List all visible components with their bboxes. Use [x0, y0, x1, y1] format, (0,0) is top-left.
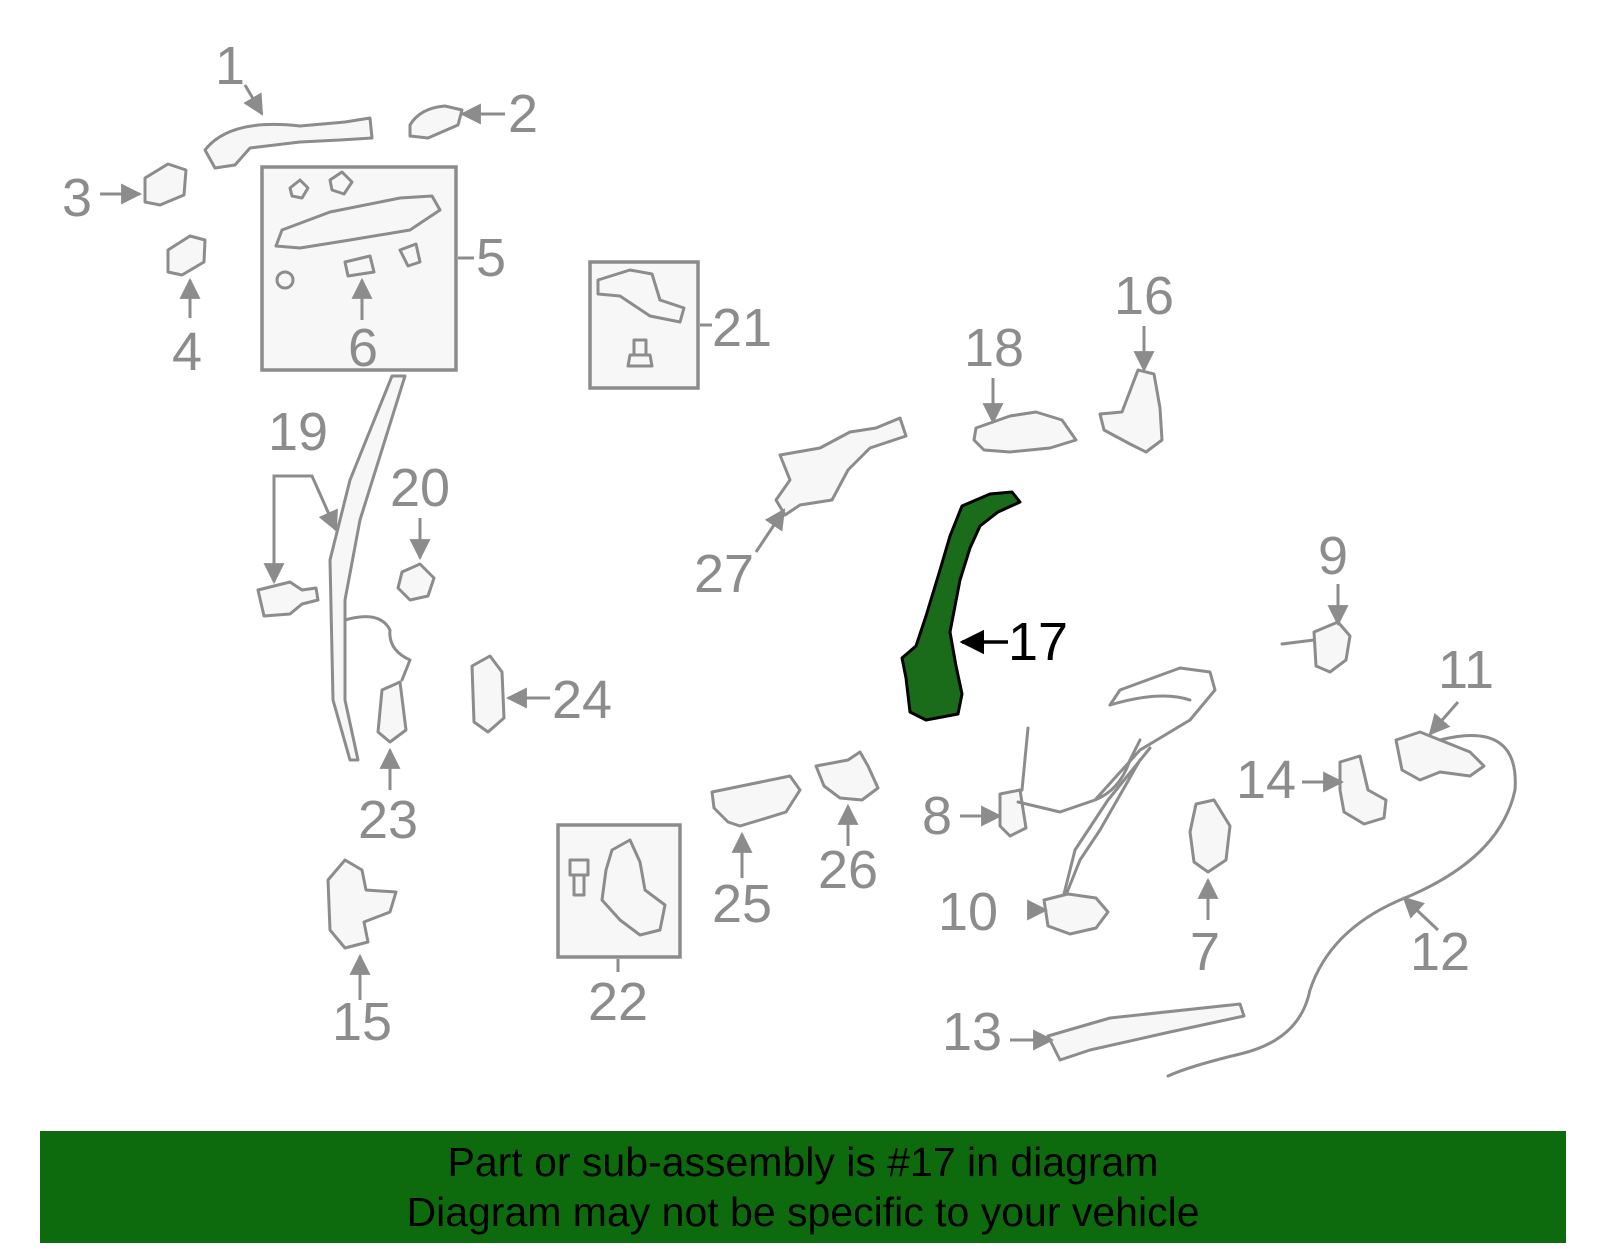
- part-7-lock[interactable]: [1188, 798, 1232, 874]
- part-1-outside-handle[interactable]: [203, 116, 374, 170]
- part-5-screw[interactable]: [275, 270, 295, 290]
- part-16-hinge[interactable]: [1098, 368, 1164, 454]
- callout-1: 1: [215, 36, 245, 96]
- callout-21: 21: [712, 298, 772, 358]
- callout-27: 27: [694, 544, 754, 604]
- part-12-cable[interactable]: [1166, 734, 1517, 1078]
- part-5-bracket[interactable]: [398, 242, 422, 268]
- part-21-bracket[interactable]: [596, 268, 686, 324]
- callout-23: 23: [358, 790, 418, 850]
- part-25-hinge[interactable]: [710, 774, 802, 828]
- callout-3: 3: [62, 168, 92, 228]
- callout-19: 19: [268, 402, 328, 462]
- part-5-frame[interactable]: [274, 194, 442, 250]
- part-15-hinge[interactable]: [326, 858, 398, 950]
- callout-25: 25: [712, 874, 772, 934]
- part-21-bolt[interactable]: [626, 338, 654, 368]
- part-10-lock-actuator[interactable]: [1042, 892, 1110, 936]
- part-27-bracket[interactable]: [774, 416, 908, 517]
- part-23-striker[interactable]: [376, 680, 408, 744]
- part-14-cover[interactable]: [1338, 754, 1388, 826]
- arrow-11: [1428, 701, 1460, 736]
- footer-line-2: Diagram may not be specific to your vehi…: [406, 1189, 1200, 1235]
- part-19-rail[interactable]: [328, 374, 407, 762]
- part-8-connector[interactable]: [998, 788, 1028, 838]
- callout-15: 15: [332, 992, 392, 1052]
- part-22-latch[interactable]: [600, 838, 667, 937]
- callout-2: 2: [508, 84, 538, 144]
- callout-24: 24: [552, 670, 612, 730]
- callout-7: 7: [1190, 922, 1220, 982]
- part-18-bracket[interactable]: [972, 410, 1078, 454]
- part-10-wires[interactable]: [1058, 694, 1192, 912]
- callout-22: 22: [588, 972, 648, 1032]
- part-20-grommet[interactable]: [396, 562, 436, 602]
- part-17-door-check[interactable]: [900, 490, 1022, 722]
- part-8-wire[interactable]: [1016, 666, 1217, 814]
- callout-4: 4: [172, 322, 202, 382]
- callout-18: 18: [964, 318, 1024, 378]
- part-6-gasket[interactable]: [343, 254, 376, 278]
- callout-11: 11: [1438, 640, 1494, 700]
- callout-14: 14: [1236, 750, 1296, 810]
- part-9-switch[interactable]: [1312, 620, 1352, 674]
- callout-8: 8: [922, 786, 952, 846]
- part-26-bracket[interactable]: [814, 750, 880, 802]
- callout-5: 5: [476, 228, 506, 288]
- part-22-bolt[interactable]: [568, 858, 590, 897]
- part-24-plate[interactable]: [470, 654, 506, 734]
- callout-20: 20: [390, 458, 450, 518]
- part-9-lead[interactable]: [1280, 638, 1316, 646]
- callout-12: 12: [1410, 922, 1470, 982]
- callout-13: 13: [942, 1002, 1002, 1062]
- arrow-12: [1402, 896, 1440, 932]
- footer-banner: Part or sub-assembly is #17 in diagram D…: [40, 1131, 1566, 1243]
- part-5-clip-a[interactable]: [288, 178, 310, 200]
- part-11-cable-end[interactable]: [1394, 730, 1486, 782]
- arrow-19a: [263, 474, 302, 585]
- parts-diagram: 1 2 3 4 5 6 7 8 9 10 11 12 13 14 15 16 1…: [62, 36, 1517, 1078]
- arrow-19b: [302, 474, 338, 532]
- callout-10: 10: [938, 882, 998, 942]
- part-3-lock-cylinder[interactable]: [143, 162, 188, 207]
- callout-26: 26: [818, 840, 878, 900]
- arrow-1: [243, 84, 264, 116]
- callout-6: 6: [348, 318, 378, 378]
- arrow-27: [754, 508, 786, 553]
- callout-9: 9: [1318, 526, 1348, 586]
- footer-line-1: Part or sub-assembly is #17 in diagram: [447, 1139, 1159, 1185]
- part-13-trim[interactable]: [1046, 1002, 1246, 1062]
- callout-16: 16: [1114, 266, 1174, 326]
- part-5-clip-b[interactable]: [328, 170, 354, 196]
- part-2-handle-cap[interactable]: [408, 104, 464, 140]
- callout-17: 17: [1008, 612, 1068, 672]
- part-19-wire[interactable]: [343, 615, 412, 682]
- part-19-clip[interactable]: [256, 580, 320, 618]
- part-4-pad[interactable]: [166, 234, 207, 277]
